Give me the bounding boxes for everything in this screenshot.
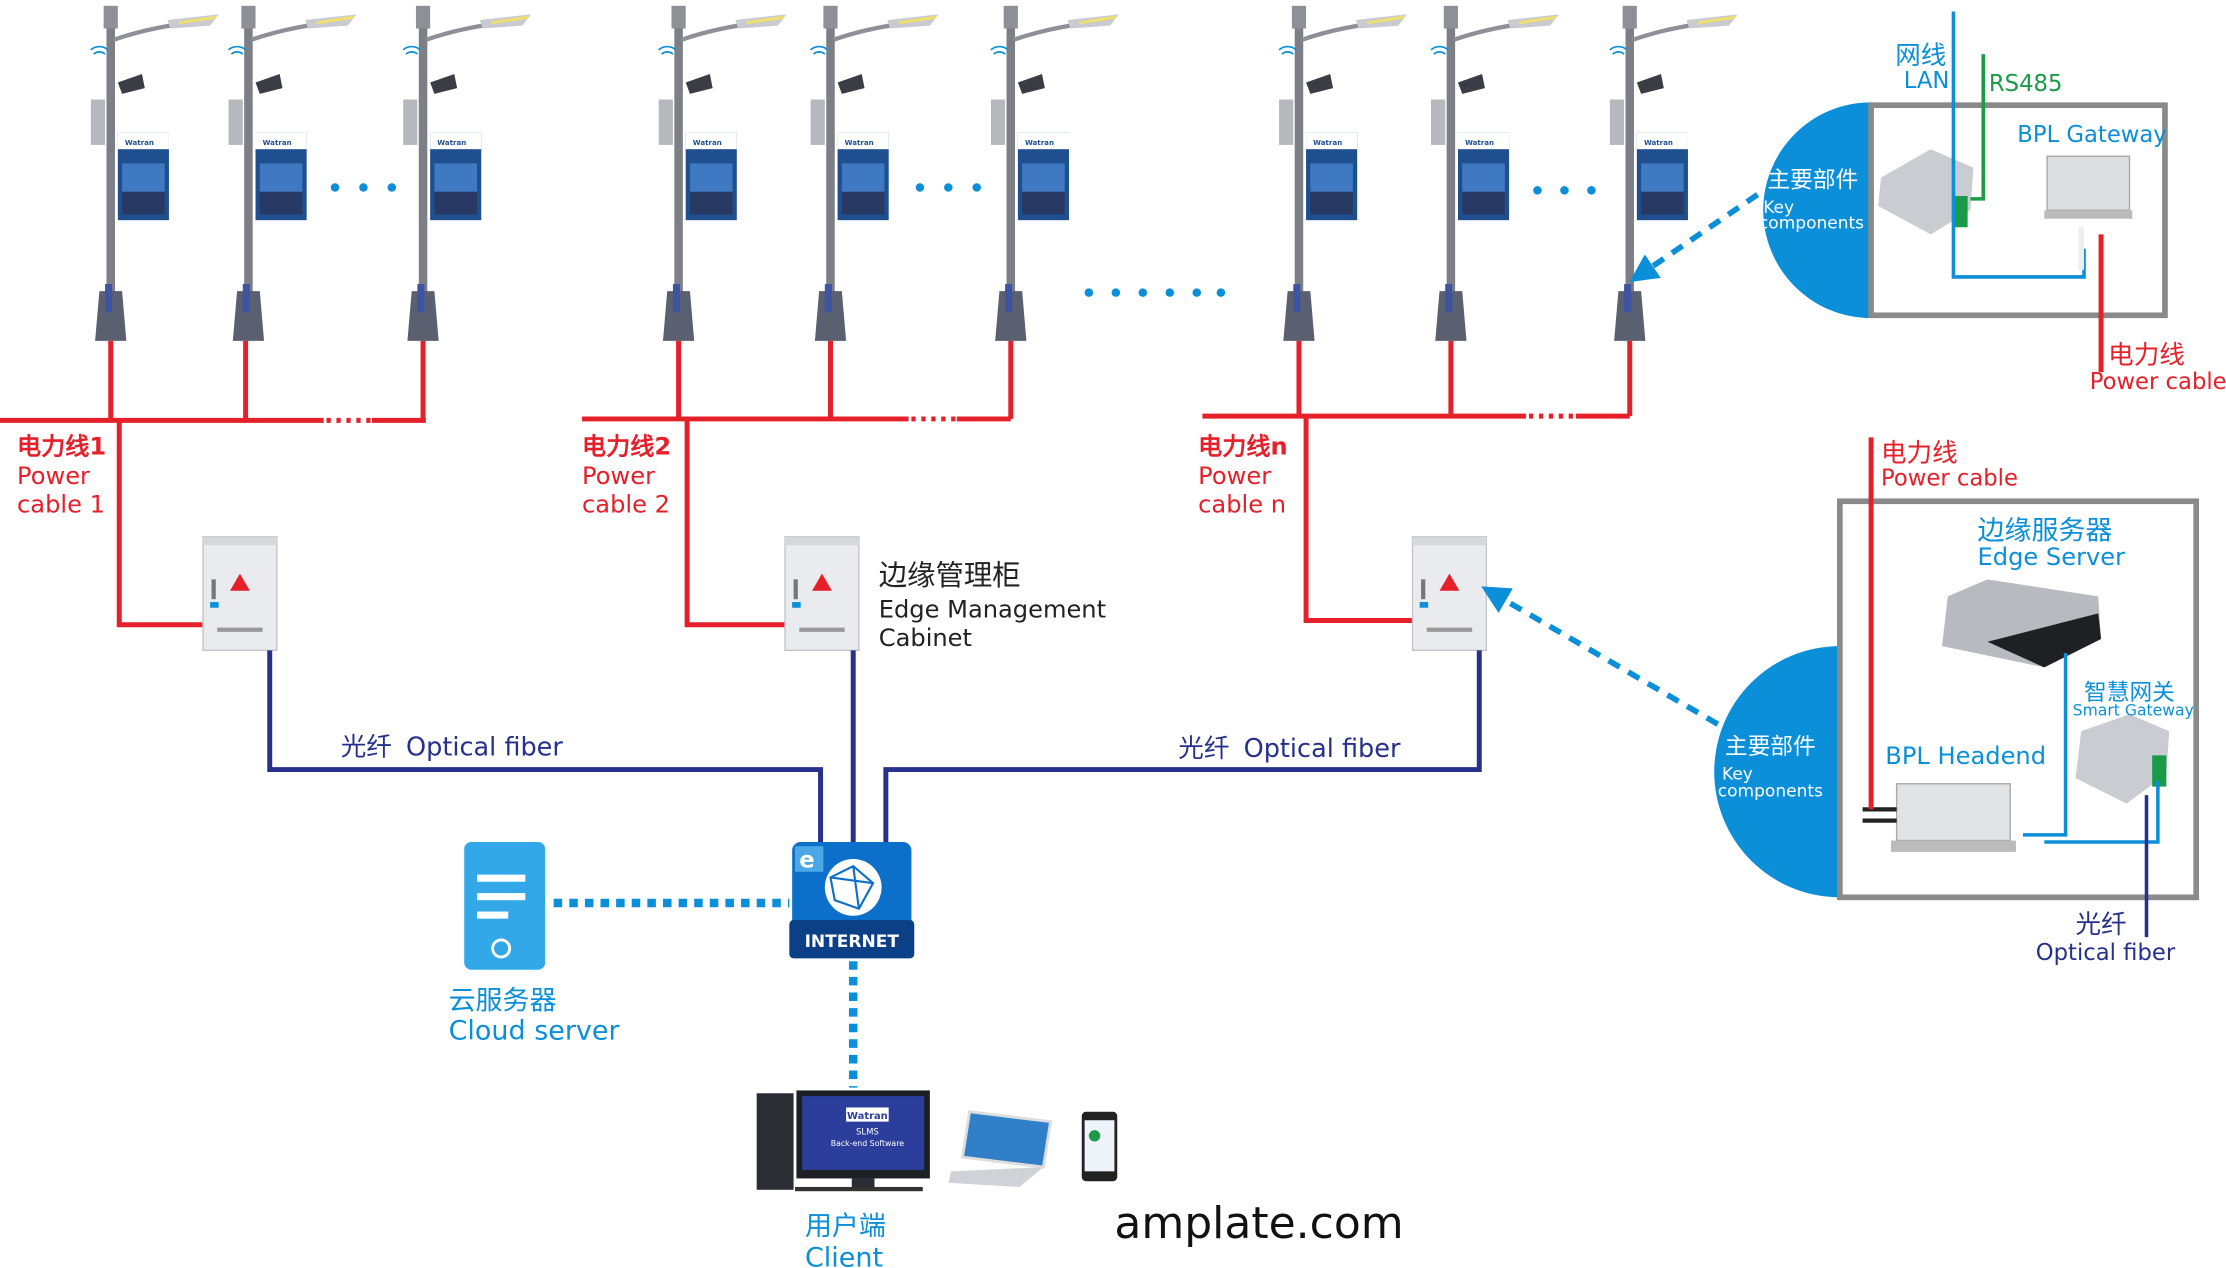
top-key-components-panel: 主要部件 Key components 网线 LAN BPL Gateway R…: [1759, 11, 2226, 395]
svg-text:主要部件: 主要部件: [1767, 168, 1858, 194]
pole-detail-arrow: [1629, 192, 1760, 283]
cloud-server-icon: [464, 841, 546, 970]
edge-cabinet-icon: [1411, 536, 1488, 652]
svg-text:Edge Server: Edge Server: [1978, 543, 2126, 571]
client-label-cn: 用户端: [805, 1211, 886, 1242]
svg-text:Power cable: Power cable: [2090, 369, 2226, 395]
ellipsis-dots: [330, 183, 1596, 297]
power-line-2-en2: cable 2: [582, 491, 670, 519]
svg-text:光纤: 光纤: [2076, 910, 2127, 940]
svg-text:Smart Gateway: Smart Gateway: [2073, 702, 2194, 720]
svg-text:电力线: 电力线: [1881, 439, 1958, 469]
svg-text:Watran: Watran: [847, 1111, 888, 1122]
street-light-group-1: [91, 6, 531, 341]
power-line-n-cn: 电力线n: [1198, 432, 1288, 460]
svg-text:RS485: RS485: [1989, 71, 2063, 97]
smartphone-icon: [1081, 1111, 1118, 1182]
power-line-1-en2: cable 1: [17, 491, 105, 519]
internet-icon: e INTERNET: [789, 841, 915, 959]
svg-text:智慧网关: 智慧网关: [2084, 680, 2175, 706]
svg-text:边缘服务器: 边缘服务器: [1978, 516, 2113, 547]
cabinet-label-cn: 边缘管理柜: [879, 559, 1021, 592]
watermark: amplate.com: [1114, 1198, 1403, 1249]
cabinet-detail-arrow: [1481, 586, 1720, 727]
smart-pole-icon: [1431, 6, 1559, 341]
laptop-icon: [948, 1110, 1053, 1187]
smart-pole-icon: [811, 6, 939, 341]
smart-pole-icon: [229, 6, 357, 341]
street-light-group-2: [659, 6, 1119, 341]
svg-text:网线: 网线: [1895, 41, 1946, 71]
svg-text:components: components: [1718, 782, 1823, 802]
edge-cabinet-icon: [784, 536, 860, 652]
street-light-group-n: [1279, 6, 1738, 341]
svg-text:主要部件: 主要部件: [1725, 734, 1816, 760]
svg-text:Back-end Software: Back-end Software: [831, 1139, 904, 1148]
svg-text:BPL Headend: BPL Headend: [1885, 742, 2046, 770]
svg-text:电力线: 电力线: [2108, 341, 2185, 371]
smart-pole-icon: [991, 6, 1119, 341]
cabinet-label-en2: Cabinet: [879, 624, 972, 652]
svg-text:Key: Key: [1763, 198, 1794, 218]
smart-gateway-icon: [1878, 149, 1974, 235]
edge-cabinet-icon: [202, 536, 278, 652]
bpl-headend-icon: [1862, 783, 2016, 852]
power-line-n-en: Power: [1198, 462, 1271, 490]
cloud-label-en: Cloud server: [449, 1015, 621, 1046]
smart-gateway-icon: [2075, 714, 2170, 804]
svg-text:INTERNET: INTERNET: [805, 932, 900, 952]
svg-text:Power cable: Power cable: [1881, 466, 2018, 492]
svg-text:Optical fiber: Optical fiber: [2036, 940, 2176, 966]
svg-text:e: e: [799, 848, 814, 874]
smart-pole-icon: [1610, 6, 1738, 341]
power-line-1-en: Power: [17, 462, 90, 490]
smart-pole-icon: [659, 6, 787, 341]
svg-text:components: components: [1759, 214, 1864, 234]
power-line-n-en2: cable n: [1198, 491, 1286, 519]
smart-pole-icon: [91, 6, 219, 341]
smart-pole-icon: [1279, 6, 1407, 341]
cabinet-label-en: Edge Management: [879, 596, 1106, 624]
svg-text:SLMS: SLMS: [856, 1127, 879, 1137]
bpl-gateway-icon: [2044, 155, 2133, 219]
power-line-2-en: Power: [582, 462, 655, 490]
edge-server-icon: [1942, 579, 2102, 668]
desktop-pc-icon: Watran SLMS Back-end Software: [756, 1090, 930, 1192]
svg-text:BPL Gateway: BPL Gateway: [2017, 122, 2166, 148]
power-line-1-cn: 电力线1: [17, 432, 106, 460]
optical-fibers: [267, 650, 1482, 845]
smart-pole-icon: [403, 6, 531, 341]
cloud-label-cn: 云服务器: [449, 985, 557, 1016]
svg-text:LAN: LAN: [1904, 68, 1950, 94]
svg-text:Key: Key: [1722, 765, 1753, 785]
client-label-en: Client: [805, 1242, 883, 1268]
power-cables: [0, 340, 1633, 628]
bottom-key-components-panel: 主要部件 Key components 电力线 Power cable 边缘服务…: [1714, 437, 2200, 966]
power-line-2-cn: 电力线2: [582, 432, 671, 460]
